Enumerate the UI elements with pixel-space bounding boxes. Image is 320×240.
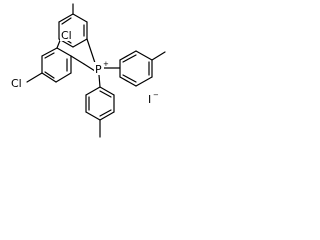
chemical-structure-diagram: Cl Cl P + I − (10, 3, 166, 138)
chlorine-label-top: Cl (61, 29, 72, 42)
bond-p-to-top-tolyl (86, 38, 96, 64)
iodide-label: I (148, 93, 151, 106)
bond-ch2-to-p (83, 63, 96, 72)
chlorine-label-left: Cl (11, 77, 22, 90)
phosphorus-charge: + (103, 60, 109, 68)
bond-ring-to-ch2 (70, 55, 85, 65)
iodide-charge: − (153, 91, 159, 99)
dichlorophenyl-ring (41, 47, 72, 83)
bond-p-to-bottom-tolyl (98, 74, 101, 88)
bond-ring-to-cl-left (26, 72, 43, 83)
phosphorus-label: P (95, 63, 102, 76)
tolyl-ring-right (119, 50, 166, 87)
tolyl-ring-bottom (85, 86, 115, 138)
